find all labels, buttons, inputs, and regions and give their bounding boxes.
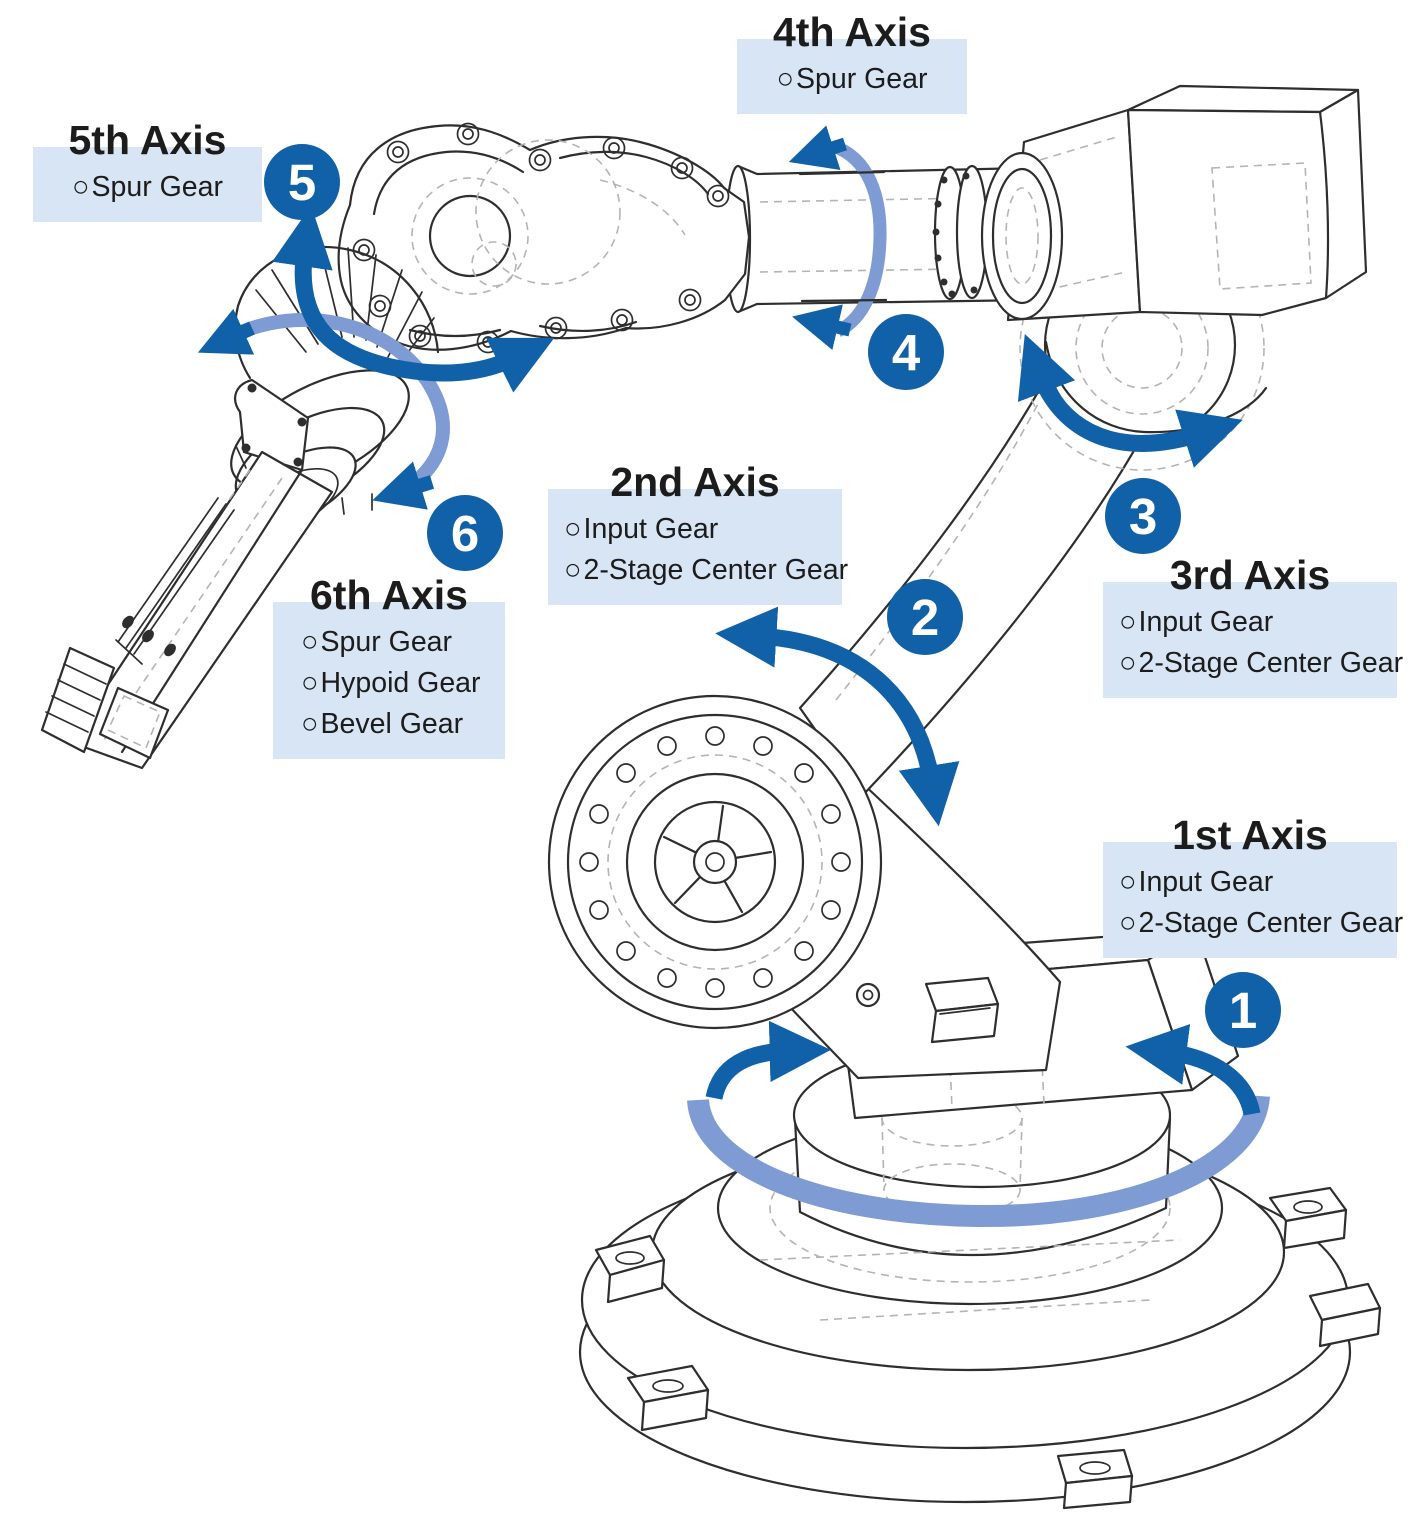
axis-2-rotation-arrow (715, 606, 960, 827)
axis-6-badge: 6 (427, 495, 503, 571)
gear-name: Hypoid Gear (320, 666, 481, 699)
circle-bullet: ○ (301, 666, 319, 699)
axis-5-badge: 5 (264, 144, 340, 220)
gear-item: ○Input Gear (1119, 862, 1387, 903)
axis-4-title: 4th Axis (773, 9, 931, 55)
axis-6-label: 6th Axis ○Spur Gear ○Hypoid Gear ○Bevel … (273, 575, 505, 759)
axis-2-label: 2nd Axis ○Input Gear ○2-Stage Center Gea… (548, 459, 848, 605)
axis-2-gear-list: ○Input Gear ○2-Stage Center Gear (548, 489, 848, 605)
axis-3-title: 3rd Axis (1169, 552, 1331, 598)
gear-item: ○2-Stage Center Gear (1119, 643, 1403, 684)
axis-1-badge: 1 (1205, 972, 1281, 1048)
axis-3-label: 3rd Axis ○Input Gear ○2-Stage Center Gea… (1103, 552, 1403, 698)
axis-2-badge: 2 (887, 579, 963, 655)
gear-name: 2-Stage Center Gear (1138, 646, 1404, 679)
gear-name: Spur Gear (796, 63, 928, 95)
circle-bullet: ○ (564, 513, 582, 545)
axis-5-rotation-arrow (272, 205, 555, 393)
axis-1-rotation-band (687, 1094, 1270, 1228)
axis-4-badge: 4 (868, 314, 944, 390)
axis-1-rotation-arrow-left (705, 1020, 831, 1101)
circle-bullet: ○ (1119, 606, 1137, 638)
axis-5-label: 5th Axis ○Spur Gear (33, 120, 262, 222)
axis-4-gear-list: ○Spur Gear (737, 39, 967, 114)
circle-bullet: ○ (1119, 866, 1137, 898)
axis-3-gear-list: ○Input Gear ○2-Stage Center Gear (1103, 582, 1403, 698)
gear-name: Input Gear (1138, 866, 1274, 898)
gear-item: ○Input Gear (1119, 602, 1387, 643)
gear-name: 2-Stage Center Gear (1138, 906, 1404, 939)
gear-item: ○Spur Gear (301, 622, 495, 663)
gear-name: Input Gear (583, 513, 719, 545)
gear-item: ○Spur Gear (43, 167, 252, 208)
circle-bullet: ○ (1119, 906, 1137, 939)
axis-1-title: 1st Axis (1172, 812, 1328, 858)
gear-item: ○2-Stage Center Gear (564, 550, 848, 591)
axis-1-gear-list: ○Input Gear ○2-Stage Center Gear (1103, 842, 1403, 958)
circle-bullet: ○ (301, 707, 319, 740)
axis-2-joint-disc (547, 694, 883, 1030)
circle-bullet: ○ (776, 63, 795, 95)
axis-4-label: 4th Axis ○Spur Gear (737, 12, 967, 114)
axis-2-title: 2nd Axis (610, 459, 780, 505)
circle-bullet: ○ (564, 553, 582, 586)
axis-1-label: 1st Axis ○Input Gear ○2-Stage Center Gea… (1103, 812, 1403, 958)
robot-forearm-housing (337, 122, 751, 354)
axis-5-gear-list: ○Spur Gear (33, 147, 262, 222)
gear-name: Spur Gear (91, 171, 223, 203)
circle-bullet: ○ (1119, 646, 1137, 679)
axis-3-badge: 3 (1105, 478, 1181, 554)
gear-name: Spur Gear (320, 626, 453, 658)
gear-name: 2-Stage Center Gear (583, 553, 849, 586)
axis-4-rotation-arrow (788, 125, 888, 350)
axis-1-rotation-arrow-right (1125, 1024, 1261, 1116)
gear-item: ○Hypoid Gear (301, 663, 495, 704)
axis-6-title: 6th Axis (310, 572, 468, 618)
gear-item: ○Input Gear (564, 509, 832, 550)
gear-name: Bevel Gear (320, 707, 464, 740)
gear-item: ○Bevel Gear (301, 704, 495, 745)
circle-bullet: ○ (71, 171, 90, 203)
gear-name: Input Gear (1138, 606, 1274, 638)
robot-shoulder-block (1006, 84, 1368, 322)
circle-bullet: ○ (301, 626, 319, 658)
gear-item: ○Spur Gear (747, 59, 957, 100)
axis-5-title: 5th Axis (68, 117, 227, 163)
axis-4-arm-tube (724, 151, 1064, 321)
robot-end-effector (40, 378, 334, 770)
axis-3-rotation-arrow (1017, 333, 1243, 468)
gear-item: ○2-Stage Center Gear (1119, 903, 1403, 944)
axis-6-gear-list: ○Spur Gear ○Hypoid Gear ○Bevel Gear (273, 602, 505, 759)
